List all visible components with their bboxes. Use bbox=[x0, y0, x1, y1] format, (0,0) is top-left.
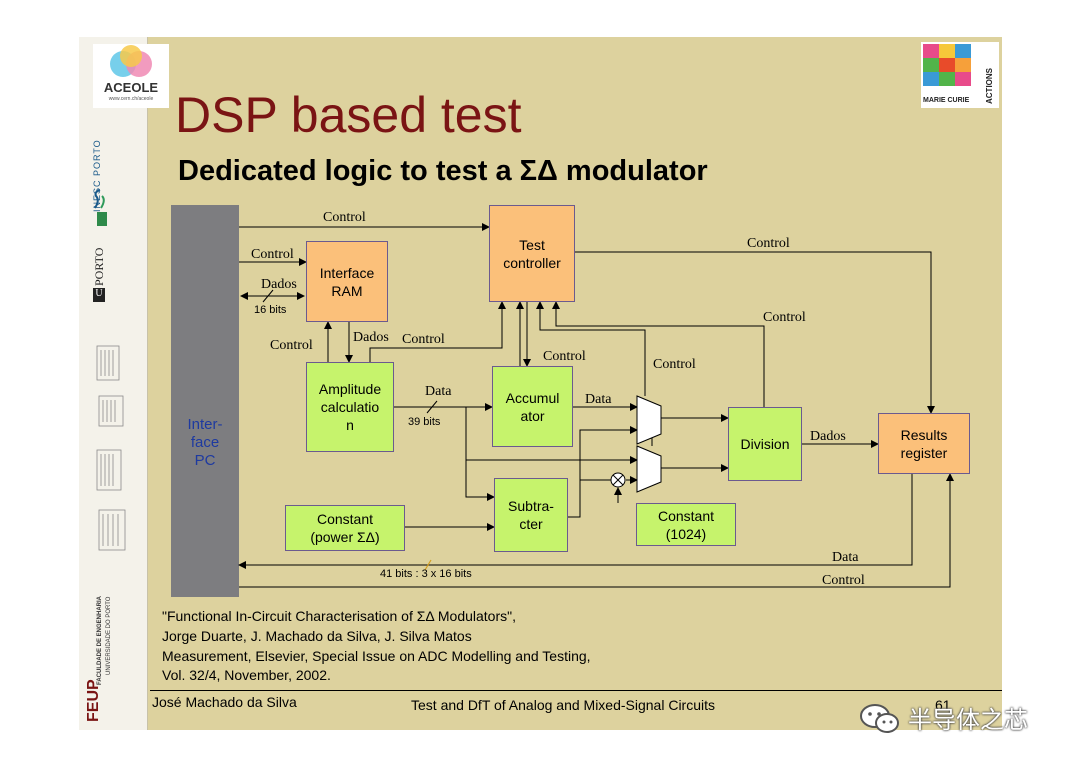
label-control-bottom: Control bbox=[822, 573, 865, 588]
block-accumulator: Accumul ator bbox=[492, 366, 573, 447]
label-data-amp: Data bbox=[425, 384, 452, 399]
inesc-logo-icon bbox=[94, 189, 105, 209]
marie-curie-logo: MARIE CURIE ACTIONS bbox=[921, 42, 999, 108]
building-sketch-icon bbox=[96, 345, 126, 551]
label-control-ram: Control bbox=[251, 247, 294, 262]
label-control-right-top: Control bbox=[747, 236, 790, 251]
footer-author: José Machado da Silva bbox=[152, 694, 297, 710]
wechat-icon bbox=[860, 703, 899, 733]
label-data-bottom: Data bbox=[832, 550, 859, 565]
block-results-label: Results register bbox=[900, 426, 948, 461]
block-interface-ram-label: Interface RAM bbox=[319, 264, 375, 299]
label-control-acc: Control bbox=[543, 349, 586, 364]
line-tc-results-control bbox=[575, 251, 935, 414]
block-test-controller-label: Test controller bbox=[503, 236, 561, 271]
block-interface-ram: Interface RAM bbox=[306, 241, 388, 322]
inesc-green-mark bbox=[97, 212, 107, 226]
line-amp-tc-control bbox=[369, 301, 506, 362]
block-amplitude-label: Amplitude calculatio n bbox=[318, 381, 382, 433]
wechat-watermark: 半导体之芯 bbox=[858, 700, 1028, 735]
line-div-tc-control bbox=[552, 301, 765, 407]
line-amp-subtracter bbox=[465, 460, 495, 501]
aceole-name: ACEOLE bbox=[103, 80, 159, 95]
aceole-circles-icon bbox=[110, 45, 152, 77]
label-data-acc: Data bbox=[585, 392, 612, 407]
line-results-pc-data bbox=[238, 474, 913, 569]
block-subtracter: Subtra- cter bbox=[494, 478, 568, 552]
line-mux-tc-control bbox=[536, 301, 646, 396]
marie-curie-text: MARIE CURIE bbox=[923, 97, 970, 104]
bus-slash-39 bbox=[426, 400, 438, 414]
aceole-url: www.cern.ch/aceole bbox=[108, 96, 154, 102]
block-constant-power: Constant (power ΣΔ) bbox=[285, 505, 405, 551]
block-subtracter-label: Subtra- cter bbox=[508, 498, 554, 532]
block-division-label: Division bbox=[740, 436, 790, 452]
reference-line-1: "Functional In-Circuit Characterisation … bbox=[162, 608, 516, 624]
label-control-amp: Control bbox=[270, 338, 313, 353]
footer-divider bbox=[150, 690, 1002, 691]
label-39-bits: 39 bits bbox=[408, 416, 441, 428]
institution-sidebar bbox=[79, 37, 148, 730]
watermark-text: 半导体之芯 bbox=[908, 706, 1028, 734]
block-test-controller: Test controller bbox=[489, 205, 575, 302]
reference-line-4: Vol. 32/4, November, 2002. bbox=[162, 667, 331, 683]
line-sub-mux-upper bbox=[568, 426, 638, 518]
label-dados-ram: Dados bbox=[261, 277, 297, 292]
marie-curie-portraits-icon bbox=[923, 44, 971, 86]
reference-line-2: Jorge Duarte, J. Machado da Silva, J. Si… bbox=[162, 628, 472, 644]
block-amplitude: Amplitude calculatio n bbox=[306, 362, 394, 452]
label-control-mid: Control bbox=[402, 332, 445, 347]
label-dados-amp: Dados bbox=[353, 330, 389, 345]
block-constant-1024-label: Constant (1024) bbox=[657, 507, 715, 542]
aceole-logo: ACEOLE www.cern.ch/aceole bbox=[93, 44, 169, 108]
label-41-bits: 41 bits : 3 x 16 bits bbox=[380, 568, 472, 580]
mux-upper-icon bbox=[636, 395, 662, 445]
block-constant-1024: Constant (1024) bbox=[636, 503, 736, 546]
block-division: Division bbox=[728, 407, 802, 481]
label-control-right-mid: Control bbox=[763, 310, 806, 325]
footer-page-number: 61 bbox=[935, 697, 951, 713]
line-pc-results-control bbox=[239, 473, 954, 588]
block-accumulator-label: Accumul ator bbox=[505, 389, 560, 424]
interface-pc-label: Inter- face PC bbox=[187, 416, 223, 469]
interface-pc-bar bbox=[171, 205, 239, 597]
slide-subtitle: Dedicated logic to test a ΣΔ modulator bbox=[178, 155, 708, 187]
label-dados-div: Dados bbox=[810, 429, 846, 444]
reference-line-3: Measurement, Elsevier, Special Issue on … bbox=[162, 648, 591, 664]
slide-title: DSP based test bbox=[175, 87, 522, 143]
label-control-mux: Control bbox=[653, 357, 696, 372]
block-constant-power-label: Constant (power ΣΔ) bbox=[310, 511, 380, 545]
label-control-top: Control bbox=[323, 210, 366, 225]
footer-course: Test and DfT of Analog and Mixed-Signal … bbox=[411, 697, 716, 713]
mux-lower-icon bbox=[636, 445, 662, 493]
block-results-register: Results register bbox=[878, 413, 970, 474]
label-16-bits: 16 bits bbox=[254, 304, 287, 316]
bus-slash-41 bbox=[424, 559, 432, 571]
bus-slash-16 bbox=[262, 289, 274, 303]
uporto-u-icon: U bbox=[93, 288, 105, 302]
